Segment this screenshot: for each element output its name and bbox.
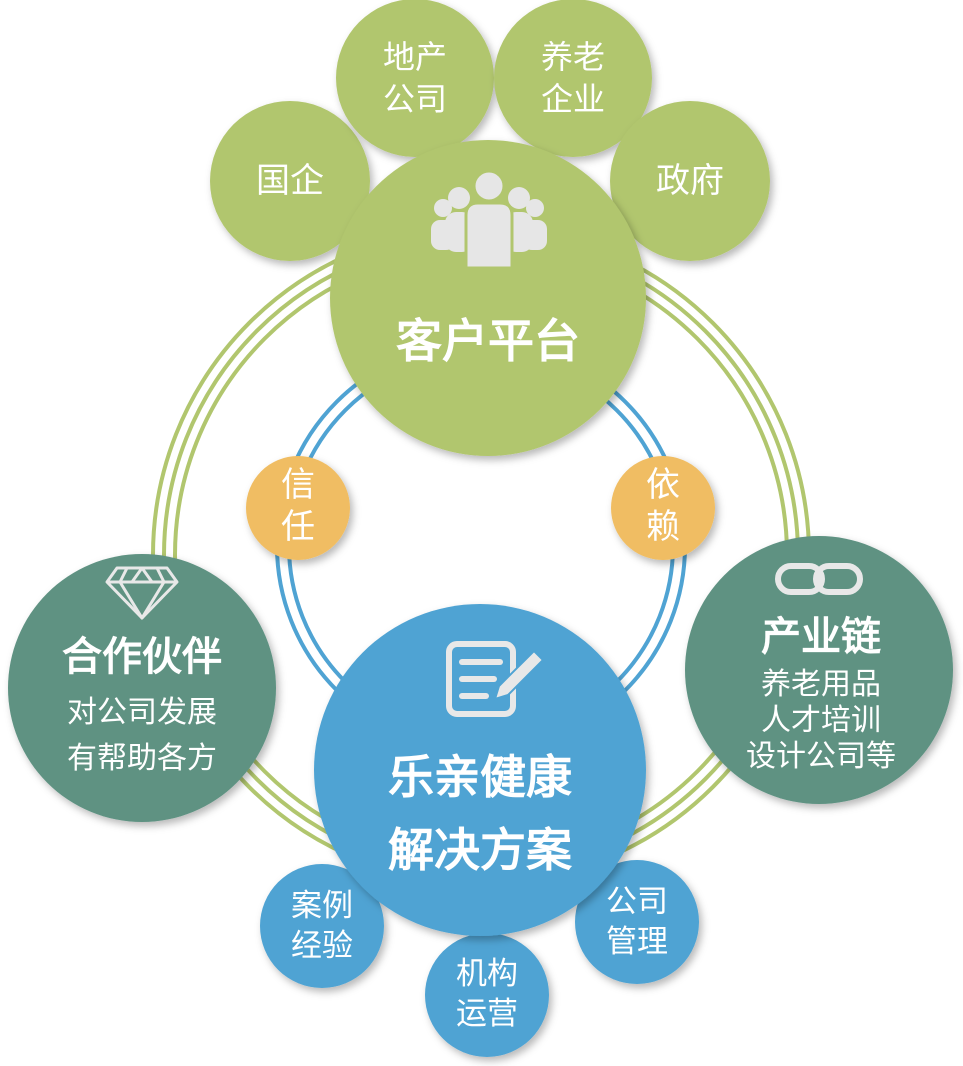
solution-node: 乐亲健康 解决方案 <box>314 604 646 936</box>
industry-chain-desc-line1: 养老用品 <box>761 667 881 702</box>
solution-title-line1: 乐亲健康 <box>388 750 572 804</box>
industry-chain-node: 产业链 养老用品 人才培训 设计公司等 <box>685 536 953 804</box>
satellite-label-line2: 运营 <box>456 996 518 1032</box>
hub-satellite-elder-care-enterprise: 养老 企业 <box>494 0 652 157</box>
satellite-label-line2: 管理 <box>606 924 668 960</box>
partners-desc-line2: 有帮助各方 <box>67 741 217 776</box>
hub-satellite-government: 政府 <box>610 101 770 261</box>
solution-satellite-institution-operation: 机构 运营 <box>425 933 549 1057</box>
hub-title: 客户平台 <box>396 314 580 368</box>
solution-satellite-case-experience: 案例 经验 <box>260 864 384 988</box>
reliance-badge-line2: 赖 <box>646 507 680 547</box>
hub-customer-platform: 客户平台 <box>330 140 646 456</box>
satellite-label: 国企 <box>256 161 324 201</box>
satellite-label-line1: 案例 <box>291 888 353 924</box>
industry-chain-desc-line2: 人才培训 <box>761 703 881 738</box>
partners-title: 合作伙伴 <box>62 634 222 680</box>
satellite-label-line1: 公司 <box>606 884 668 920</box>
industry-chain-desc-line3: 设计公司等 <box>746 739 896 774</box>
industry-chain-title: 产业链 <box>761 614 881 660</box>
solution-title-line2: 解决方案 <box>388 823 573 877</box>
trust-badge-line2: 任 <box>281 507 315 547</box>
reliance-badge-line1: 依 <box>646 465 680 505</box>
diamond-icon <box>105 566 179 620</box>
solution-satellite-company-management: 公司 管理 <box>575 860 699 984</box>
trust-badge: 信 任 <box>246 456 350 560</box>
document-pen-icon <box>446 641 545 717</box>
satellite-label-line2: 经验 <box>291 928 353 964</box>
partners-desc-line1: 对公司发展 <box>67 695 217 730</box>
satellite-label-line1: 机构 <box>456 956 518 992</box>
satellite-label-line2: 公司 <box>383 80 447 118</box>
people-group-icon <box>431 169 547 270</box>
hub-satellite-real-estate: 地产 公司 <box>336 0 494 157</box>
partners-node: 合作伙伴 对公司发展 有帮助各方 <box>8 554 276 822</box>
satellite-label-line1: 地产 <box>383 38 447 76</box>
satellite-label: 政府 <box>656 161 724 201</box>
satellite-label-line2: 企业 <box>541 80 605 118</box>
satellite-label-line1: 养老 <box>541 38 605 76</box>
chain-link-icon <box>775 563 863 595</box>
trust-badge-line1: 信 <box>281 465 315 505</box>
reliance-badge: 依 赖 <box>611 456 715 560</box>
hub-satellite-state-owned: 国企 <box>210 101 370 261</box>
